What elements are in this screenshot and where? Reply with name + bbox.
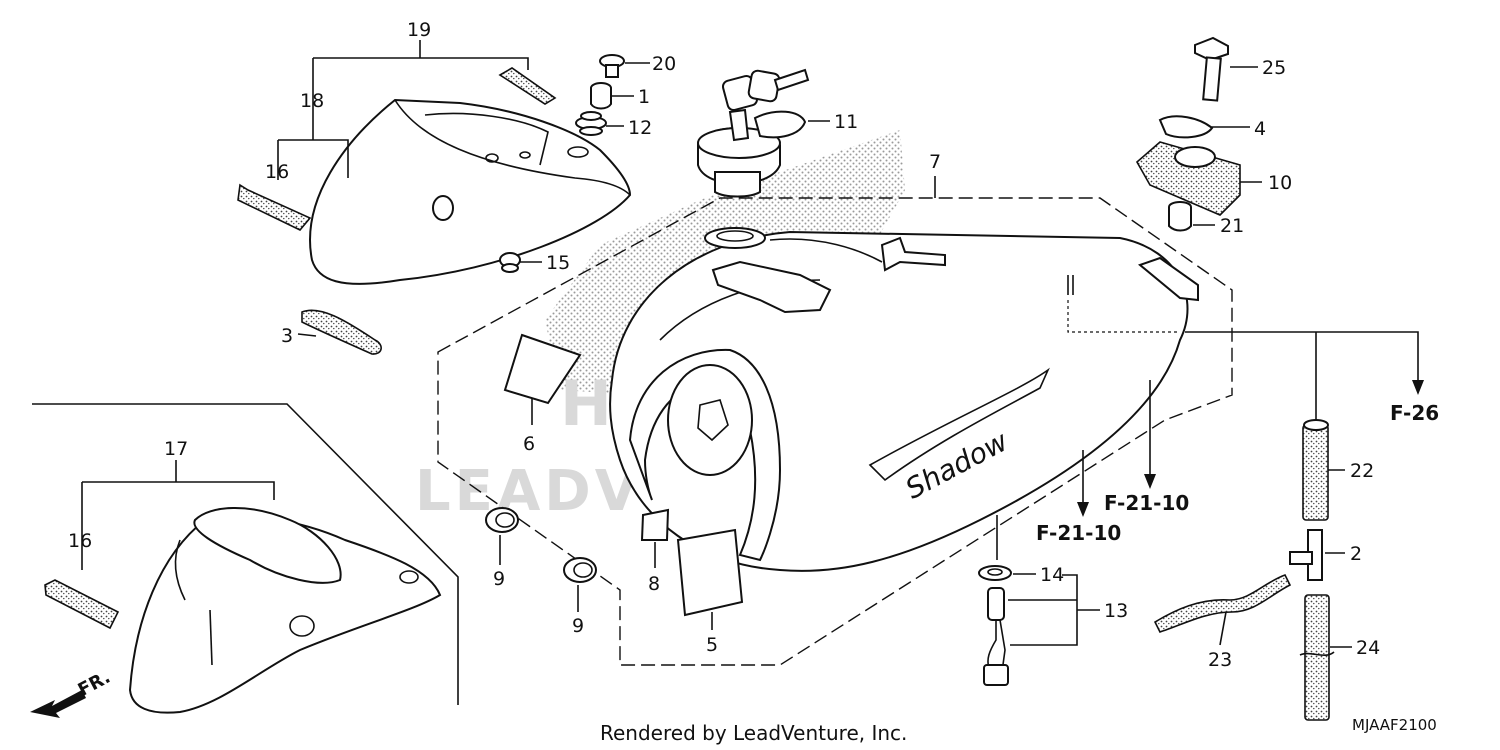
bracket-17 [81, 460, 275, 570]
bracket-18 [277, 139, 349, 180]
callout-24: 24 [1356, 637, 1380, 659]
collar-21 [1168, 201, 1192, 232]
leader-lines [499, 62, 1424, 648]
tank-cover-lower [128, 507, 442, 714]
joint-2 [1289, 529, 1323, 581]
fuel-tank: Shadow [609, 227, 1199, 572]
label-sticker-5 [676, 528, 744, 617]
callout-9-upper: 9 [493, 568, 505, 590]
rubber-mount-10 [1135, 141, 1241, 216]
callout-23: 23 [1208, 649, 1232, 671]
callout-21: 21 [1220, 215, 1244, 237]
callout-6: 6 [523, 433, 535, 455]
collar-1 [590, 82, 612, 110]
callout-12: 12 [628, 117, 652, 139]
callout-20: 20 [652, 53, 676, 75]
callout-8: 8 [648, 573, 660, 595]
callout-19: 19 [407, 19, 431, 41]
callout-5: 5 [706, 634, 718, 656]
grommet-12 [575, 111, 607, 136]
callout-numbers: 20 1 12 11 7 15 19 18 16 3 17 16 25 4 10… [68, 19, 1380, 671]
callout-18: 18 [300, 90, 324, 112]
diagram-code: MJAAF2100 [1352, 716, 1437, 734]
callout-14: 14 [1040, 564, 1064, 586]
breather-tube-23 [1153, 574, 1292, 633]
callout-22: 22 [1350, 460, 1374, 482]
callout-15: 15 [546, 252, 570, 274]
damper-9-upper [485, 507, 519, 533]
callout-10: 10 [1268, 172, 1292, 194]
front-direction-arrow: FR. [30, 667, 114, 718]
bolt-25 [1194, 36, 1229, 102]
ref-f-26[interactable]: F-26 [1390, 401, 1439, 425]
tank-assembly-outline [437, 197, 1233, 666]
label-sticker-6 [503, 333, 582, 405]
callout-7: 7 [929, 151, 941, 173]
callout-4: 4 [1254, 118, 1266, 140]
callout-16-upper: 16 [265, 161, 289, 183]
rubber-pad-3 [301, 309, 382, 355]
fuel-level-sensor-13 [983, 587, 1009, 686]
fuel-cap-with-keys [697, 68, 810, 198]
callout-16-lower: 16 [68, 530, 92, 552]
callout-2: 2 [1350, 543, 1362, 565]
callout-17: 17 [164, 438, 188, 460]
grommet-15 [499, 252, 521, 273]
inset-frame [32, 403, 459, 705]
washer-4 [1158, 115, 1214, 139]
callout-3: 3 [281, 325, 293, 347]
screw-20 [599, 54, 625, 78]
callout-13: 13 [1104, 600, 1128, 622]
damper-9-lower [563, 557, 597, 583]
callout-1: 1 [638, 86, 650, 108]
section-references[interactable]: F-26 F-21-10 F-21-10 [1036, 401, 1439, 545]
footer-credit: Rendered by LeadVenture, Inc. [600, 721, 907, 745]
callout-9-lower: 9 [572, 615, 584, 637]
drain-tube-24 [1304, 594, 1330, 721]
label-sticker-8 [640, 508, 670, 541]
ref-f-21-10-upper[interactable]: F-21-10 [1104, 491, 1189, 515]
ref-f-21-10-lower[interactable]: F-21-10 [1036, 521, 1121, 545]
gasket-14 [978, 565, 1012, 581]
bracket-19 [312, 40, 529, 140]
emblem-strip [498, 67, 557, 105]
foam-pad-upper [237, 183, 312, 231]
tank-cover-upper [309, 98, 632, 285]
callout-11: 11 [834, 111, 858, 133]
foam-pad-lower [44, 579, 120, 630]
drain-tube-22 [1302, 424, 1329, 521]
callout-25: 25 [1262, 57, 1286, 79]
